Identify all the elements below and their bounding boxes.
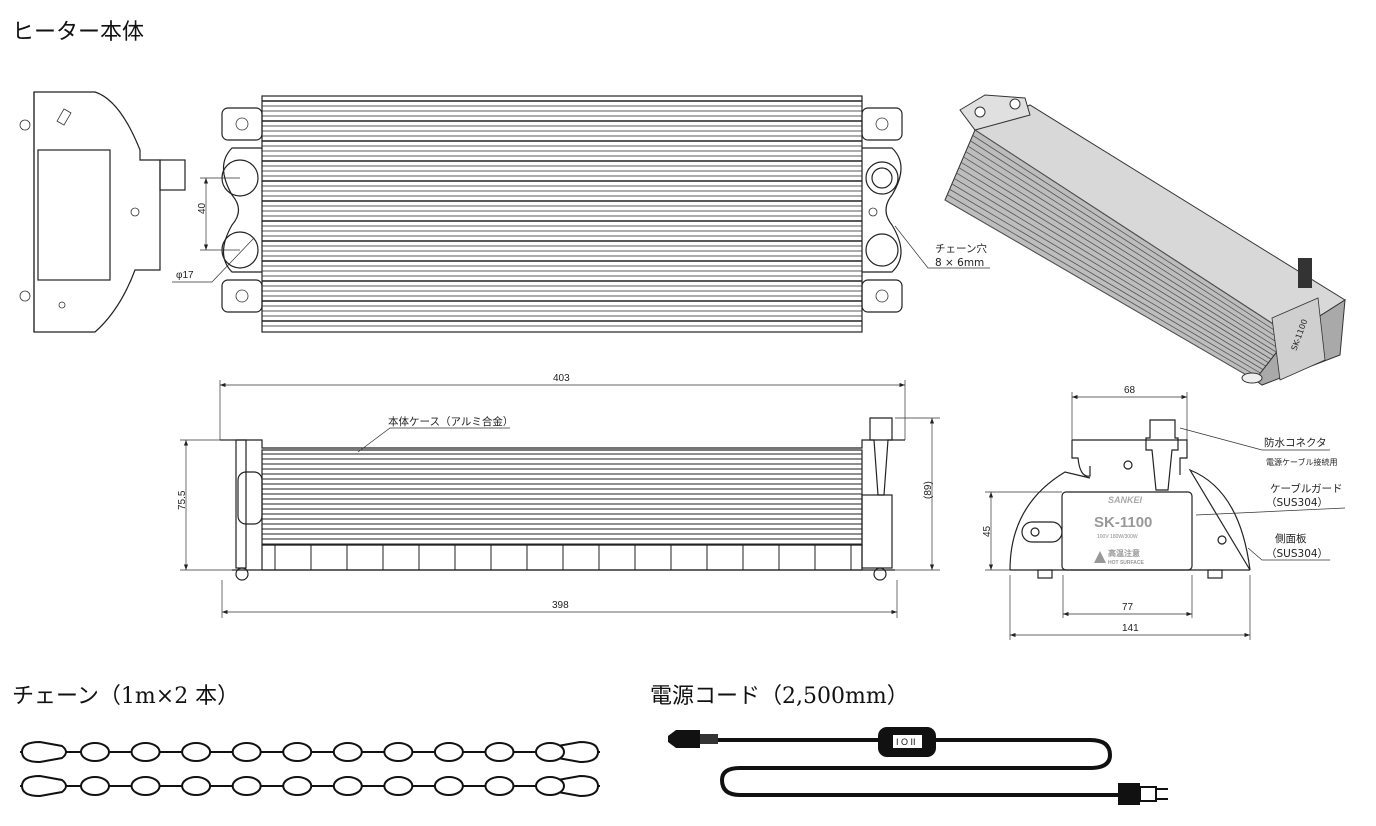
- fin-line: [974, 129, 1291, 336]
- connector-plug-icon: [668, 730, 700, 748]
- chain-hook: [21, 740, 67, 764]
- front-view: 403 本体ケース（アルミ合金） 75.5 (89) 398: [177, 373, 940, 618]
- side-view: [19, 91, 186, 333]
- chain-link: [484, 742, 515, 762]
- fin-line: [970, 140, 1285, 343]
- warning-jp-label: 高温注意: [1108, 548, 1140, 558]
- chain-link: [332, 776, 363, 796]
- chain-link: [231, 742, 262, 762]
- power-cord-illustration: I O II: [668, 727, 1168, 805]
- chain-link: [231, 776, 262, 796]
- rating-label: 100V 180W/300W: [1097, 534, 1138, 540]
- fin-line: [956, 172, 1269, 364]
- chain-link: [535, 742, 565, 762]
- chain-link: [282, 742, 313, 762]
- chain-link: [433, 776, 464, 796]
- fin-line: [949, 188, 1261, 374]
- fin-line: [965, 151, 1280, 350]
- chain-link: [80, 742, 110, 762]
- chain-link: [80, 776, 110, 796]
- fin-line: [972, 135, 1288, 339]
- dim-height-reference: (89): [923, 481, 934, 499]
- isometric-view: SK-1100: [944, 94, 1346, 386]
- chain-link: [282, 776, 313, 796]
- brand-label: SANKEI: [1108, 495, 1143, 505]
- warning-icon: [1094, 551, 1106, 563]
- case-material-label: 本体ケース（アルミ合金）: [388, 415, 513, 428]
- connector-label: 防水コネクタ: [1264, 436, 1327, 449]
- fin-line: [951, 183, 1264, 370]
- heater-body-title: ヒーター本体: [12, 20, 145, 45]
- chain-link: [484, 776, 515, 796]
- chain-link: [181, 742, 212, 762]
- top-view: 40 φ17 チェーン穴 8 × 6mm: [172, 95, 990, 333]
- chain-hole-size: 8 × 6mm: [935, 257, 984, 269]
- fin-line: [954, 178, 1266, 367]
- warning-en-label: HOT SURFACE: [1108, 560, 1145, 566]
- dim-top-width: 68: [1124, 385, 1136, 396]
- ac-plug-icon: [1118, 783, 1140, 805]
- dim-overall-length: 403: [553, 373, 570, 384]
- dim-hole-pitch: 40: [197, 202, 208, 214]
- cable-guard-material: （SUS304）: [1266, 497, 1328, 509]
- end-view: 68 SANKEI SK-1100 100V 180W/300W 高温注意 HO…: [982, 385, 1346, 640]
- chain-link: [535, 776, 565, 796]
- chain-hole-label: チェーン穴: [935, 242, 987, 255]
- chain-link: [433, 742, 464, 762]
- switch-label: I O II: [896, 737, 916, 747]
- side-plate-material: （SUS304）: [1266, 548, 1328, 560]
- chain-title: チェーン（1m×2 本）: [12, 684, 240, 709]
- fin-line: [958, 167, 1272, 360]
- chain-link: [130, 776, 161, 796]
- dim-guard-width: 77: [1122, 602, 1134, 613]
- fin-line: [944, 199, 1256, 381]
- model-label: SK-1100: [1094, 514, 1152, 531]
- fin-line: [960, 161, 1275, 357]
- power-cord-title: 電源コード（2,500mm）: [650, 684, 909, 709]
- chain-link: [332, 742, 363, 762]
- fin-line: [947, 194, 1258, 377]
- cable-guard-label: ケーブルガード: [1270, 482, 1343, 495]
- chain-illustration: [20, 740, 600, 798]
- chain-link: [383, 742, 414, 762]
- fin-line: [963, 156, 1277, 353]
- dim-hole-diameter: φ17: [176, 270, 194, 281]
- dim-height: 75.5: [177, 490, 188, 510]
- chain-hook: [21, 774, 67, 798]
- connector-sublabel: 電源ケーブル接続用: [1266, 457, 1338, 467]
- dim-overall-width: 141: [1122, 623, 1139, 634]
- chain-link: [130, 742, 161, 762]
- side-plate-label: 側面板: [1275, 532, 1307, 545]
- fin-line: [967, 145, 1283, 346]
- dim-end-height: 45: [982, 525, 993, 537]
- chain-link: [383, 776, 414, 796]
- chain-link: [181, 776, 212, 796]
- dim-base-length: 398: [552, 600, 569, 611]
